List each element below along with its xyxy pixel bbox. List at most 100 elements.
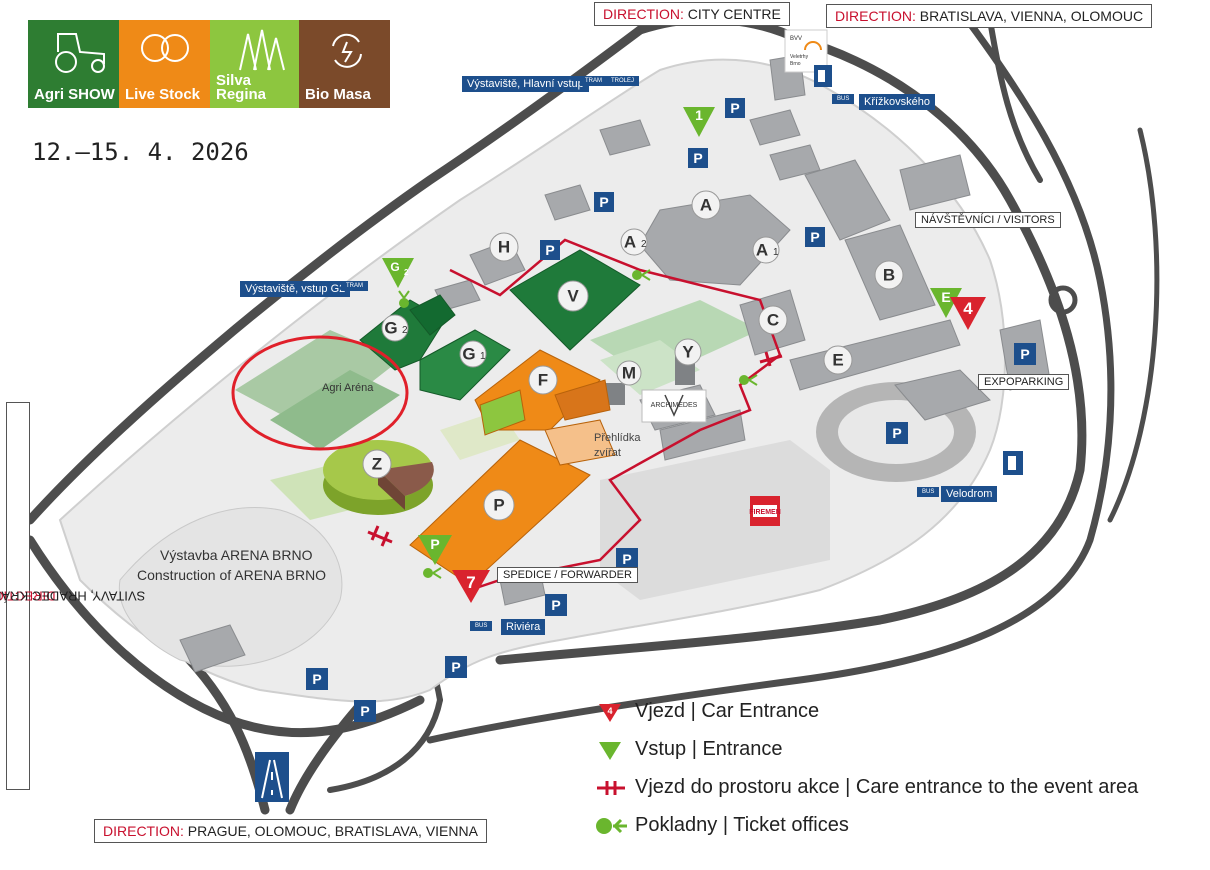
svg-text:V: V <box>567 287 579 306</box>
parking-3: P <box>594 192 614 212</box>
agri-arena-highlight <box>231 335 409 451</box>
car-entrance-7: 7 <box>452 570 490 603</box>
tag-bus-2: BUS <box>917 487 940 497</box>
tag-velodrom: Velodrom <box>941 486 998 502</box>
svg-text:P: P <box>430 536 439 552</box>
parking-6: P <box>1014 343 1036 365</box>
event-area-entrance-icon <box>595 778 635 798</box>
direction-svitavy: DIRECTION: SVITAVY, HRADEC KRÁLOVÉ, WROC… <box>0 402 145 790</box>
svg-text:P: P <box>312 671 321 687</box>
hall-b-label: B <box>874 260 904 290</box>
hall-e-label: E <box>823 345 853 375</box>
entrance-p: P <box>418 535 452 565</box>
svg-text:2: 2 <box>404 268 409 277</box>
cycle-icon <box>332 33 362 68</box>
logo-live-stock-name: Live Stock <box>125 86 201 103</box>
tag-bus-1: BUS <box>832 94 855 104</box>
direction-city-centre: DIRECTION: CITY CENTRE <box>594 2 790 26</box>
legend-text: Pokladny | Ticket offices <box>635 814 849 836</box>
direction-value: SVITAVY, HRADEC KRÁLOVÉ, WROCLAW <box>0 588 146 604</box>
roundabout-east <box>1048 285 1078 315</box>
direction-value: BRATISLAVA, VIENNA, OLOMOUC <box>919 8 1144 24</box>
direction-bratislava: DIRECTION: BRATISLAVA, VIENNA, OLOMOUC <box>826 4 1153 28</box>
legend-entrance: Vstup | Entrance <box>595 738 783 761</box>
ticket-office-icon <box>595 816 635 836</box>
car-entrance-icon: 4 <box>595 702 635 722</box>
firemen-sign: FIREMEN <box>749 496 781 526</box>
construction-label-2: Construction of ARENA BRNO <box>137 567 326 583</box>
legend-text: Vstup | Entrance <box>635 738 783 760</box>
tag-trolej: TROLEJ <box>606 76 640 86</box>
svg-text:A: A <box>624 233 636 252</box>
hall-z-label: Z <box>362 449 392 479</box>
svg-text:P: P <box>599 194 608 210</box>
hall-m-building <box>605 383 625 405</box>
prehlidka-label-2: zvířat <box>594 447 621 459</box>
logo-live-stock: Live Stock <box>119 20 210 108</box>
direction-value: CITY CENTRE <box>687 6 781 22</box>
hall-h-label: H <box>489 232 519 262</box>
direction-key: DIRECTION: <box>603 6 684 22</box>
tag-visitors: NÁVŠTĚVNÍCI / VISITORS <box>915 212 1061 228</box>
svg-text:G: G <box>462 345 475 364</box>
tag-tram-2: TRAM <box>341 281 368 291</box>
event-area-gates <box>367 351 783 547</box>
svg-text:P: P <box>493 496 504 515</box>
tag-entrance-g2: Výstaviště, vstup G2 <box>240 281 351 297</box>
logo-silva-regina: Silva Regina <box>210 20 301 108</box>
svg-text:G: G <box>384 319 397 338</box>
direction-value: PRAGUE, OLOMOUC, BRATISLAVA, VIENNA <box>187 823 478 839</box>
fuel-station-icon <box>1003 451 1023 475</box>
inner-grey-area <box>600 440 830 600</box>
svg-text:Y: Y <box>682 343 694 362</box>
event-dates: 12.–15. 4. 2026 <box>32 138 249 166</box>
svg-text:H: H <box>498 238 510 257</box>
rings-icon <box>141 34 189 62</box>
hall-y-label: Y <box>674 338 702 366</box>
parking-8: P <box>616 548 638 570</box>
legend-text: Vjezd | Car Entrance <box>635 700 820 722</box>
hall-p-label: P <box>483 489 515 521</box>
direction-prague: DIRECTION: PRAGUE, OLOMOUC, BRATISLAVA, … <box>94 819 487 843</box>
svg-text:Z: Z <box>372 455 382 474</box>
hall-c-label: C <box>758 305 788 335</box>
logo-bio-masa-name: Bio Masa <box>305 86 371 103</box>
svg-text:2: 2 <box>402 325 408 336</box>
svg-text:C: C <box>767 311 779 330</box>
svg-text:A: A <box>756 241 768 260</box>
motorway-icon <box>255 752 289 802</box>
svg-text:1: 1 <box>695 107 703 123</box>
tag-expoparking: EXPOPARKING <box>978 374 1070 390</box>
svg-text:P: P <box>730 100 739 116</box>
direction-key: DIRECTION: <box>835 8 916 24</box>
logo-agri-show-name: Agri SHOW <box>34 86 115 103</box>
svg-text:P: P <box>360 703 369 719</box>
parking-11: P <box>306 668 328 690</box>
ticket-office-2 <box>398 290 410 308</box>
trees-icon <box>239 29 285 71</box>
gate-2 <box>759 351 783 367</box>
hall-f-label: F <box>528 365 558 395</box>
hall-z-pie <box>323 440 434 515</box>
svg-text:B: B <box>883 266 895 285</box>
event-area-route <box>449 238 782 592</box>
svg-text:2: 2 <box>641 239 647 250</box>
svg-text:7: 7 <box>466 573 475 592</box>
logo-silva-regina-name: Silva Regina <box>216 72 267 103</box>
svg-text:P: P <box>810 229 819 245</box>
ticket-office-3 <box>739 374 758 386</box>
car-entrances: 4 7 <box>452 297 986 603</box>
logo-bio-masa: Bio Masa <box>299 20 390 108</box>
gate-1 <box>367 525 393 547</box>
parking-5: P <box>805 227 825 247</box>
direction-key: DIRECTION: <box>103 823 184 839</box>
tag-tram-1: TRAM <box>580 76 607 86</box>
